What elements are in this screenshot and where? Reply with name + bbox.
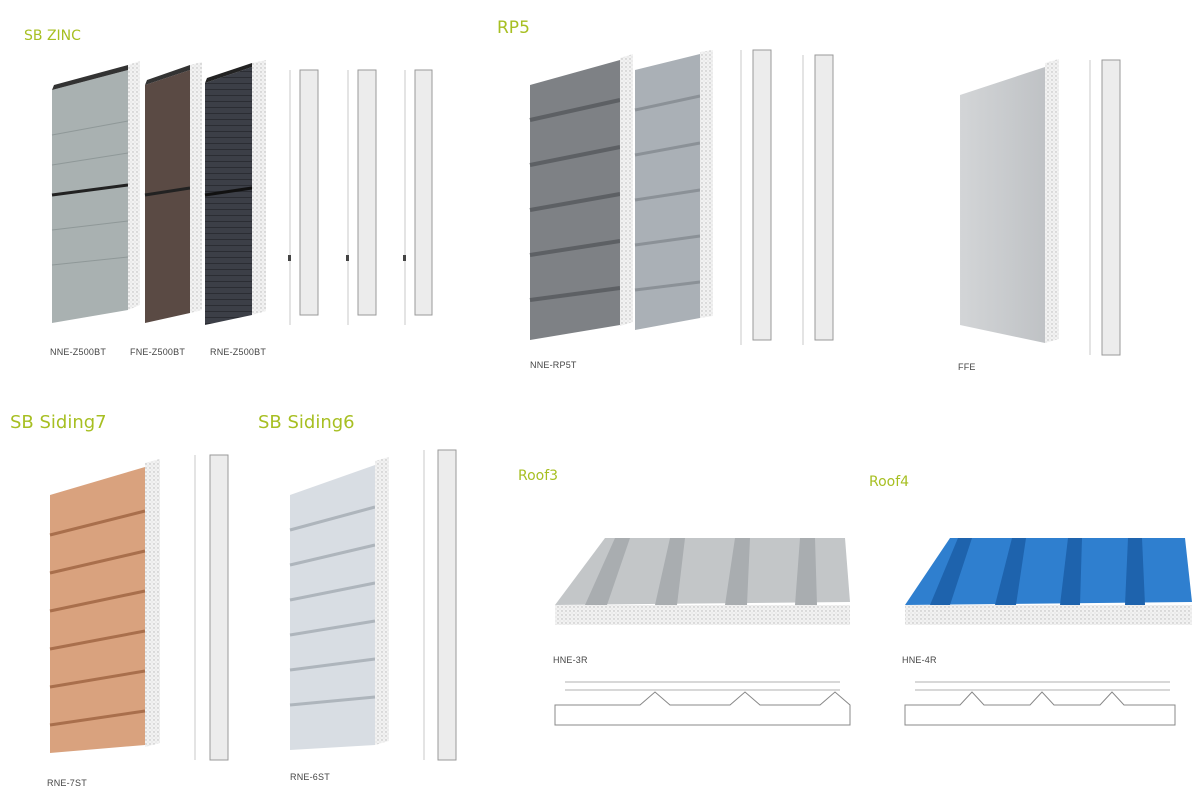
- zinc-code-1: NNE-Z500BT: [50, 347, 107, 357]
- ffe-panel-illustration: [960, 59, 1059, 343]
- siding6-profile-drawing: [423, 449, 457, 761]
- roof3-code: HNE-3R: [553, 655, 588, 665]
- zinc-profile-drawings: [288, 69, 433, 325]
- siding7-panel-illustration: [49, 459, 160, 753]
- sb-siding7-title: SB Siding7: [10, 412, 107, 433]
- rp5-profile-drawings: [740, 49, 834, 345]
- siding7-profile-drawing: [194, 454, 229, 761]
- rp5-panels-illustration: [529, 50, 713, 340]
- siding6-panel-illustration: [289, 457, 389, 750]
- rp5-code: NNE-RP5T: [530, 360, 577, 370]
- roof4-profile-drawing: [904, 681, 1176, 726]
- rp5-panel-light: [634, 50, 713, 330]
- roof3-panel-illustration: [555, 538, 850, 625]
- ffe-profile-drawing: [1089, 59, 1121, 356]
- roof3-profile-drawing: [554, 681, 851, 726]
- zinc-panel-dark: [204, 60, 266, 325]
- ffe-code: FFE: [958, 362, 976, 372]
- zinc-code-2: FNE-Z500BT: [130, 347, 186, 357]
- roof4-title: Roof4: [869, 474, 910, 490]
- zinc-panels-illustration: [51, 60, 266, 325]
- sb-zinc-title: SB ZINC: [24, 28, 81, 44]
- roof4-panel-illustration: [905, 538, 1192, 625]
- zinc-panel-brown: [144, 62, 202, 323]
- sb-siding6-title: SB Siding6: [258, 412, 355, 433]
- rp5-title: RP5: [497, 18, 530, 38]
- rp5-panel-dark: [529, 54, 633, 340]
- zinc-panel-light: [51, 61, 140, 323]
- roof3-title: Roof3: [518, 468, 559, 484]
- siding7-code: RNE-7ST: [47, 778, 87, 788]
- roof4-code: HNE-4R: [902, 655, 937, 665]
- siding6-code: RNE-6ST: [290, 772, 330, 782]
- zinc-code-3: RNE-Z500BT: [210, 347, 267, 357]
